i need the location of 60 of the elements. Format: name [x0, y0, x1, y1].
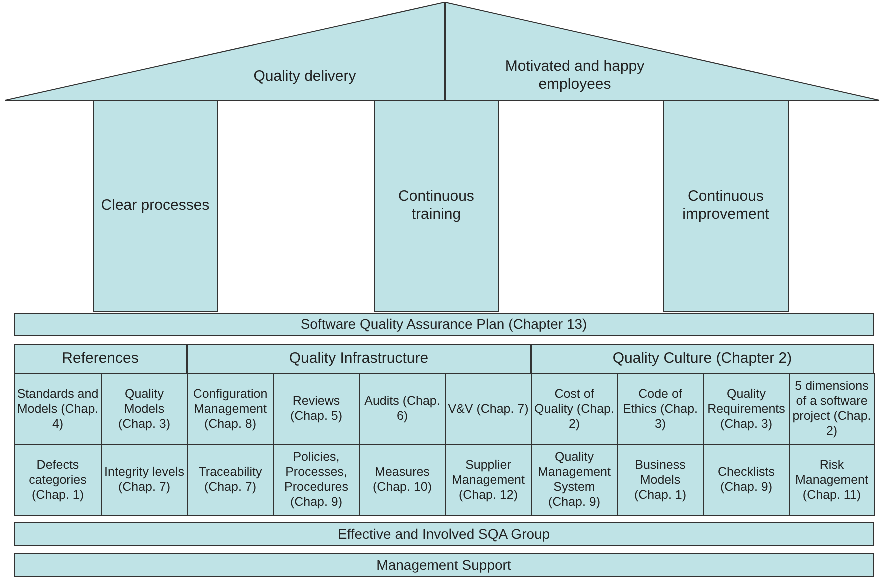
table-cell: [789, 373, 875, 445]
table-cell: [101, 444, 188, 516]
cell-text: Quality Models (Chap. 3): [117, 386, 172, 432]
cell-text: Audits (Chap. 6): [364, 394, 442, 424]
cell-text: Code of Ethics (Chap. 3): [622, 386, 700, 432]
cell-text: 5 dimensions of a software project (Chap. 2): [792, 379, 872, 439]
table-cell: [101, 373, 188, 445]
cell-text: Standards and Models (Chap. 4): [16, 386, 100, 432]
table-cell: [617, 373, 704, 445]
pillar-box: [93, 100, 218, 312]
label-text: References: [61, 350, 140, 368]
table-cell: [617, 444, 704, 516]
cell-text: Quality Requirements (Chap. 3): [706, 386, 786, 432]
label-text: Clear processes: [100, 197, 211, 215]
pillar-box: [663, 100, 789, 312]
foundation-band: [14, 313, 874, 336]
cell-text: Configuration Management (Chap. 8): [192, 386, 269, 432]
cell-text: Policies, Processes, Procedures (Chap. 9): [284, 450, 350, 510]
table-cell: [14, 373, 102, 445]
cell-text: Quality Management System (Chap. 9): [537, 450, 612, 510]
cell-text: Risk Management (Chap. 11): [794, 458, 870, 502]
header-cell: [14, 344, 187, 374]
cell-text: Checklists (Chap. 9): [717, 465, 776, 495]
cell-text: Measures (Chap. 10): [372, 465, 434, 495]
table-cell: [359, 444, 446, 516]
header-cell: [187, 344, 531, 374]
foundation-band: [14, 553, 874, 577]
table-cell: [703, 444, 790, 516]
table-cell: [187, 373, 274, 445]
cell-text: V&V (Chap. 7): [447, 402, 530, 416]
table-cell: [445, 444, 532, 516]
table-cell: [273, 444, 360, 516]
cell-text: Reviews (Chap. 5): [289, 394, 344, 424]
label-text: Continuous improvement: [682, 188, 770, 224]
label-text: Quality Culture (Chapter 2): [612, 350, 794, 368]
table-cell: [187, 444, 274, 516]
label-text: Quality Infrastructure: [288, 350, 430, 368]
table-cell: [789, 444, 875, 516]
label-text: Management Support: [376, 556, 512, 574]
label-text: Motivated and happy employees: [504, 58, 646, 94]
cell-text: Defects categories (Chap. 1): [28, 458, 88, 502]
cell-text: Supplier Management (Chap. 12): [451, 458, 526, 502]
label-text: Effective and Involved SQA Group: [336, 526, 552, 542]
label-text: Continuous training: [398, 188, 476, 224]
table-cell: [14, 444, 102, 516]
cell-text: Cost of Quality (Chap. 2): [534, 386, 616, 432]
cell-text: Business Models (Chap. 1): [633, 458, 688, 502]
header-cell: [531, 344, 874, 374]
label-text: Software Quality Assurance Plan (Chapter 13): [300, 316, 588, 333]
cell-text: Traceability (Chap. 7): [198, 465, 264, 495]
cell-text: Integrity levels (Chap. 7): [104, 465, 186, 495]
pillar-box: [374, 100, 499, 312]
table-cell: [531, 373, 618, 445]
table-cell: [273, 373, 360, 445]
label-text: Quality delivery: [252, 68, 358, 86]
table-cell: [359, 373, 446, 445]
table-cell: [445, 373, 532, 445]
table-cell: [531, 444, 618, 516]
foundation-band: [14, 522, 874, 546]
table-cell: [703, 373, 790, 445]
